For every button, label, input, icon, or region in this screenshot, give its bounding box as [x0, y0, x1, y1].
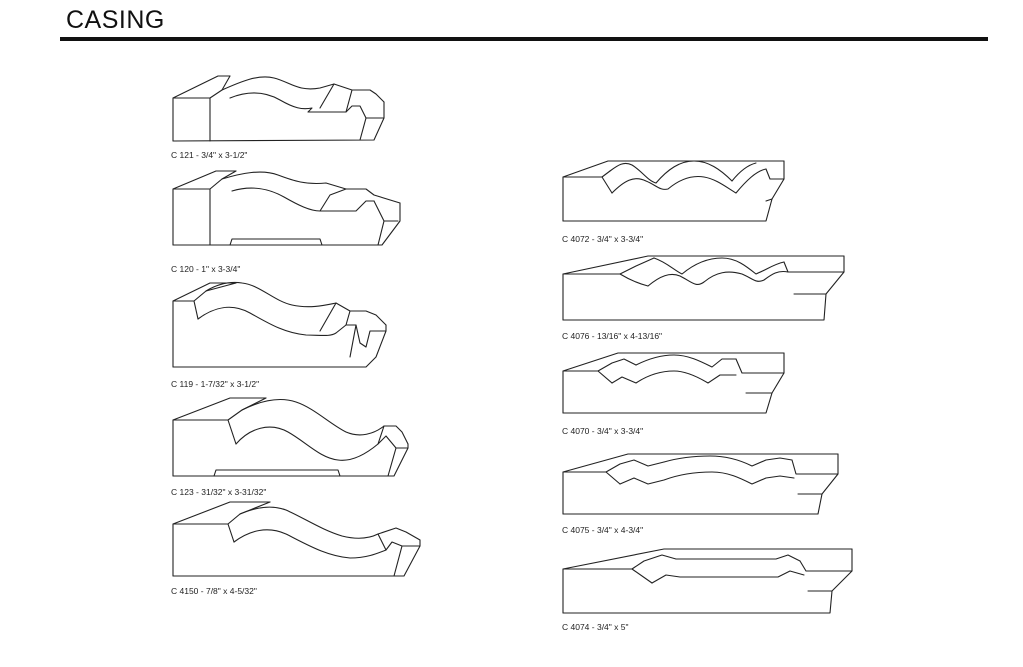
- profile-label-c119: C 119 - 1-7/32" x 3-1/2": [171, 379, 260, 389]
- profile-label-c4150: C 4150 - 7/8" x 4-5/32": [171, 586, 257, 596]
- profile-drawing-c4075: [562, 453, 839, 515]
- profile-drawing-c119: [172, 281, 387, 368]
- profile-drawing-c123: [172, 397, 409, 477]
- profile-label-c4072: C 4072 - 3/4" x 3-3/4": [562, 234, 644, 244]
- profile-label-c120: C 120 - 1" x 3-3/4": [171, 264, 241, 274]
- profile-drawing-c4076: [562, 255, 845, 321]
- profile-label-c123: C 123 - 31/32" x 3-31/32": [171, 487, 267, 497]
- profile-drawing-c121: [172, 75, 385, 142]
- profile-label-c4074: C 4074 - 3/4" x 5": [562, 622, 629, 632]
- profile-drawing-c4072: [562, 160, 785, 222]
- page-title: CASING: [66, 6, 165, 34]
- profile-label-c4070: C 4070 - 3/4" x 3-3/4": [562, 426, 644, 436]
- profile-drawing-c4070: [562, 352, 785, 414]
- profile-label-c121: C 121 - 3/4" x 3-1/2": [171, 150, 248, 160]
- profile-drawing-c4150: [172, 501, 421, 577]
- profile-drawing-c4074: [562, 548, 853, 614]
- profile-drawing-c120: [172, 170, 401, 246]
- title-divider: [60, 37, 988, 41]
- profile-label-c4076: C 4076 - 13/16" x 4-13/16": [562, 331, 663, 341]
- profile-label-c4075: C 4075 - 3/4" x 4-3/4": [562, 525, 644, 535]
